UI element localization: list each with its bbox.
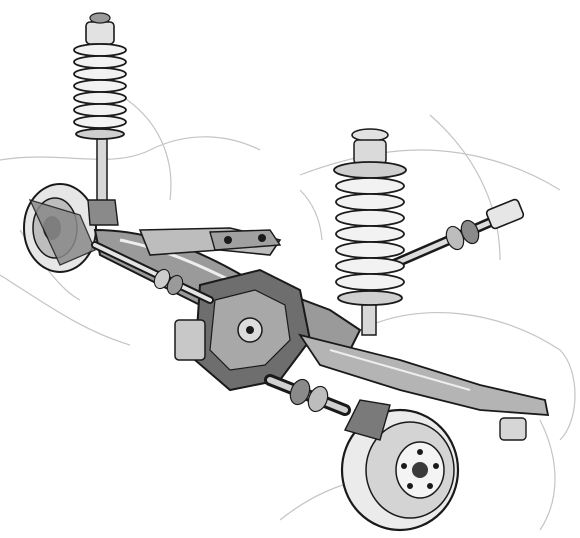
upper-mount-bracket (209, 229, 282, 251)
rear-drive-shaft (264, 374, 351, 416)
right-coil-spring (333, 128, 407, 336)
trailing-arm (297, 333, 550, 441)
left-brake-drum (23, 183, 97, 273)
differential-housing (174, 268, 312, 392)
right-brake-disc (340, 399, 460, 532)
ghost-body-outline (0, 94, 576, 531)
left-drive-shaft (91, 241, 214, 304)
left-coil-spring (73, 12, 127, 226)
